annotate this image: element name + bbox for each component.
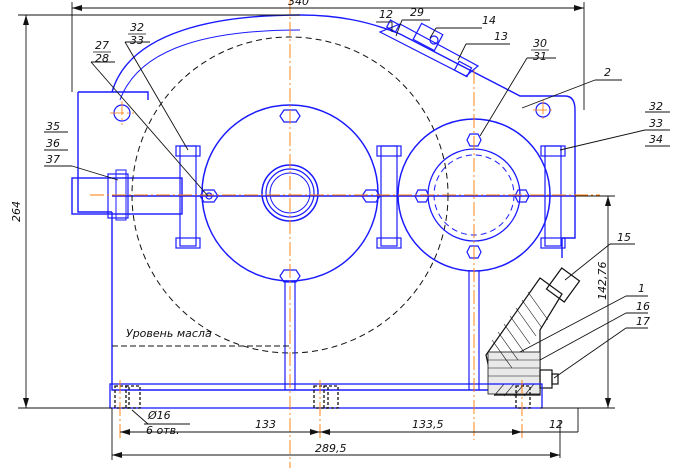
dimension-labels: 340 264 142,76 Ø16 6 отв. 133 133,5 12 2… <box>10 0 609 455</box>
oil-level-label: Уровень масла <box>126 327 212 340</box>
callout-32-left: 32 <box>130 21 144 34</box>
callout-17: 17 <box>636 315 650 328</box>
callout-28: 28 <box>95 52 109 65</box>
callout-37: 37 <box>46 153 60 166</box>
bolt-head-icon <box>361 189 381 203</box>
lifting-lug-left <box>110 101 134 125</box>
flange-bolts <box>175 145 566 249</box>
callout-33-right: 33 <box>649 117 663 130</box>
dimension-lines <box>18 2 615 460</box>
large-cover-bolts <box>199 109 381 283</box>
callout-29: 29 <box>410 6 424 19</box>
callout-30: 30 <box>533 37 547 50</box>
dim-bolt-diameter: Ø16 <box>147 409 171 422</box>
callout-15: 15 <box>617 231 631 244</box>
dim-top-width: 340 <box>288 0 309 8</box>
callout-33-left: 33 <box>130 34 144 47</box>
callout-labels: 12 29 14 13 30 31 2 32 33 27 28 35 36 37… <box>46 6 663 328</box>
callout-36: 36 <box>46 137 60 150</box>
callout-34: 34 <box>649 133 663 146</box>
callout-2: 2 <box>604 66 611 79</box>
callout-1: 1 <box>638 282 645 295</box>
dim-span-left: 133 <box>255 418 276 431</box>
callout-32-right: 32 <box>649 100 663 113</box>
oil-drain-assembly <box>485 267 581 397</box>
dim-bolt-count: 6 отв. <box>146 424 180 437</box>
dim-edge: 12 <box>549 418 563 431</box>
callout-14: 14 <box>482 14 496 27</box>
callout-12-top: 12 <box>379 8 393 21</box>
dim-total: 289,5 <box>315 442 347 455</box>
dim-left-height: 264 <box>10 201 23 222</box>
lifting-lug-right <box>533 100 553 120</box>
bolt-head-icon <box>279 109 301 123</box>
dim-span-right: 133,5 <box>412 418 444 431</box>
callout-16: 16 <box>636 300 650 313</box>
callout-31: 31 <box>533 50 547 63</box>
small-cover-bolts <box>414 133 530 259</box>
leader-lines <box>44 19 670 379</box>
arrowheads <box>23 5 611 458</box>
centerlines <box>90 0 600 468</box>
dim-right-height: 142,76 <box>596 262 609 301</box>
bolt-head-icon <box>279 269 301 283</box>
inspection-cover <box>378 19 480 78</box>
callout-35: 35 <box>46 120 60 133</box>
callout-13: 13 <box>494 30 508 43</box>
housing-body <box>77 14 576 391</box>
support-ribs <box>284 270 480 390</box>
bolt-head-icon <box>199 189 219 203</box>
base-plate <box>109 383 543 409</box>
callout-27: 27 <box>95 39 109 52</box>
